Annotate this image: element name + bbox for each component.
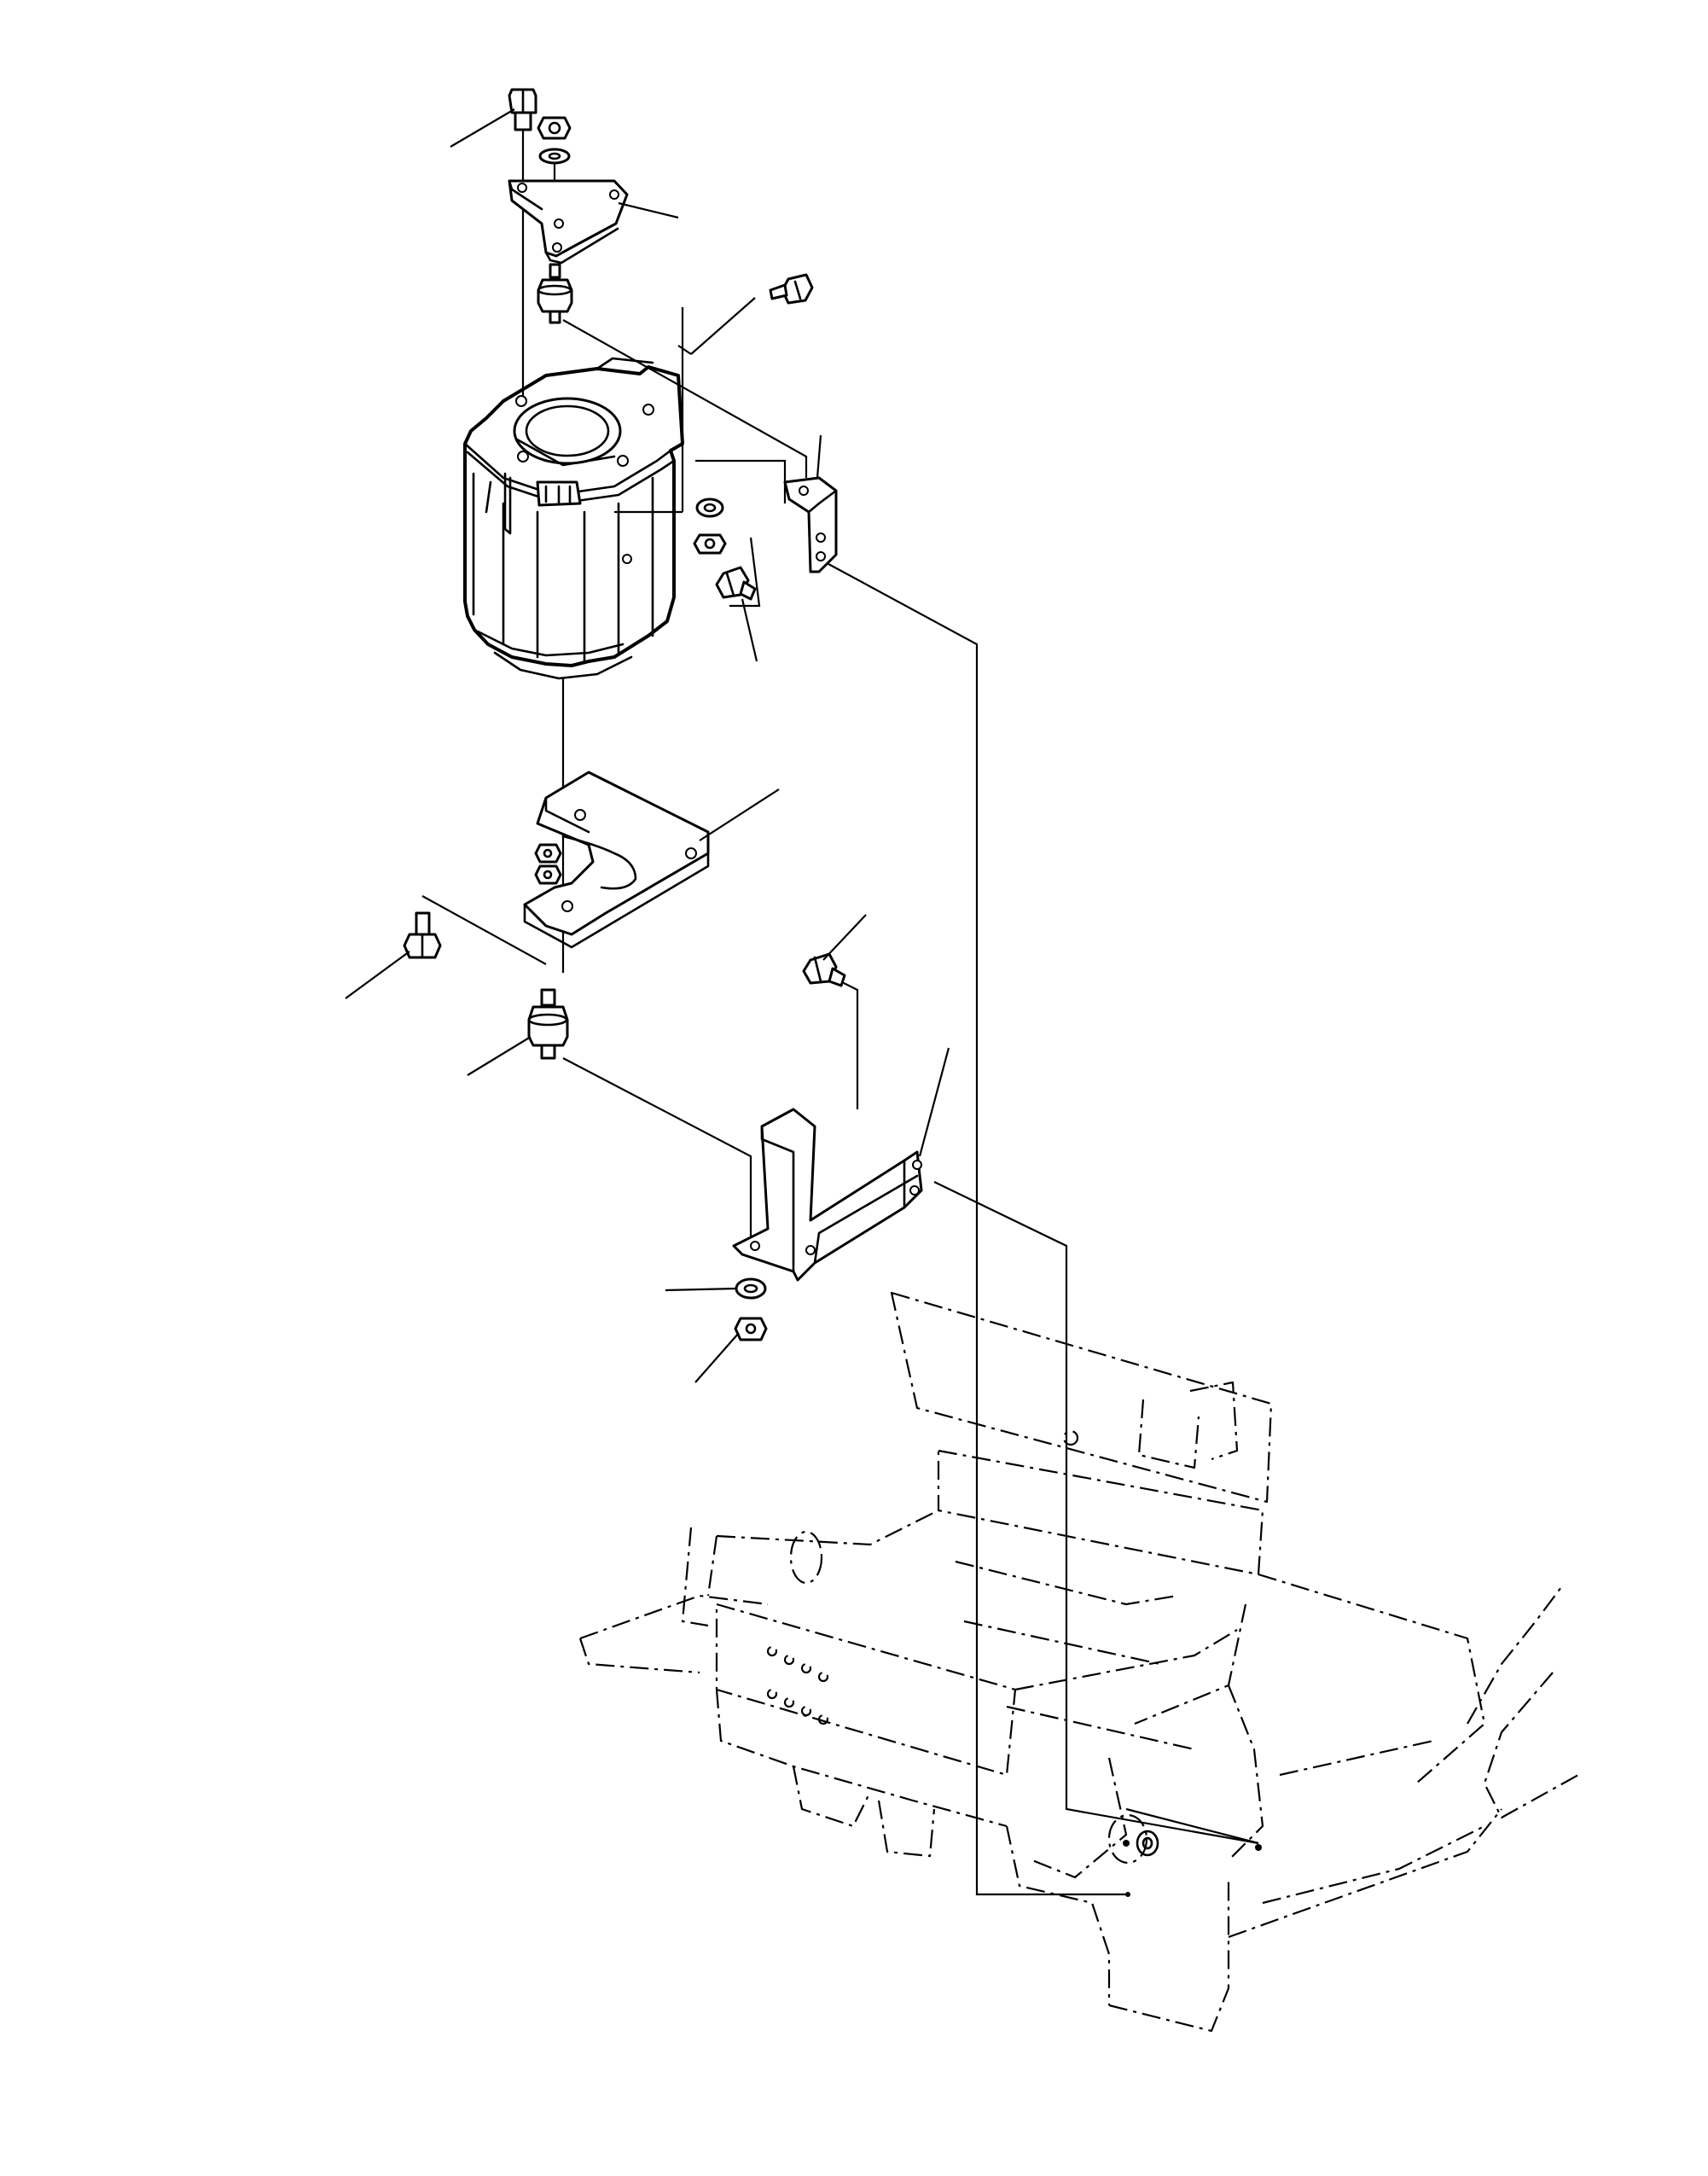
bottom-washer [735,1277,767,1300]
bottom-nut [734,1317,768,1341]
upper-rubber-mount [537,263,573,324]
frame-holes [766,1645,829,1725]
lower-bolt [802,952,846,987]
callout-right-bracket-bolt [741,598,758,662]
callout-base-plate [699,788,780,841]
callout-side-bolt [690,297,756,355]
callout-bolt-top [450,108,515,148]
lower-bracket [732,1108,923,1282]
machine-frame [578,1291,1579,2033]
lower-rubber-mount [527,988,569,1060]
right-bracket [783,476,838,573]
plate-nuts [534,843,562,885]
callout-lower-bolt [822,914,867,961]
side-bolt [769,273,814,305]
top-nut [537,116,572,165]
right-bracket-bolt [715,566,757,601]
callout-nut [694,1332,740,1383]
top-bolt [508,88,537,131]
callout-lower-bracket [918,1047,950,1157]
callout-lower-mount [467,1036,532,1076]
callout-right-bracket [816,434,822,479]
base-plate [523,771,710,949]
left-bolt [403,911,442,959]
frame-mount-points [1123,1840,1262,1897]
callout-left-bolt [345,951,410,999]
canister [463,357,684,680]
upper-bracket [508,179,629,265]
callout-upper-bracket [618,201,679,219]
callout-leaders [345,108,950,1383]
callout-washer [665,1287,737,1292]
right-washer-nut [693,497,727,555]
